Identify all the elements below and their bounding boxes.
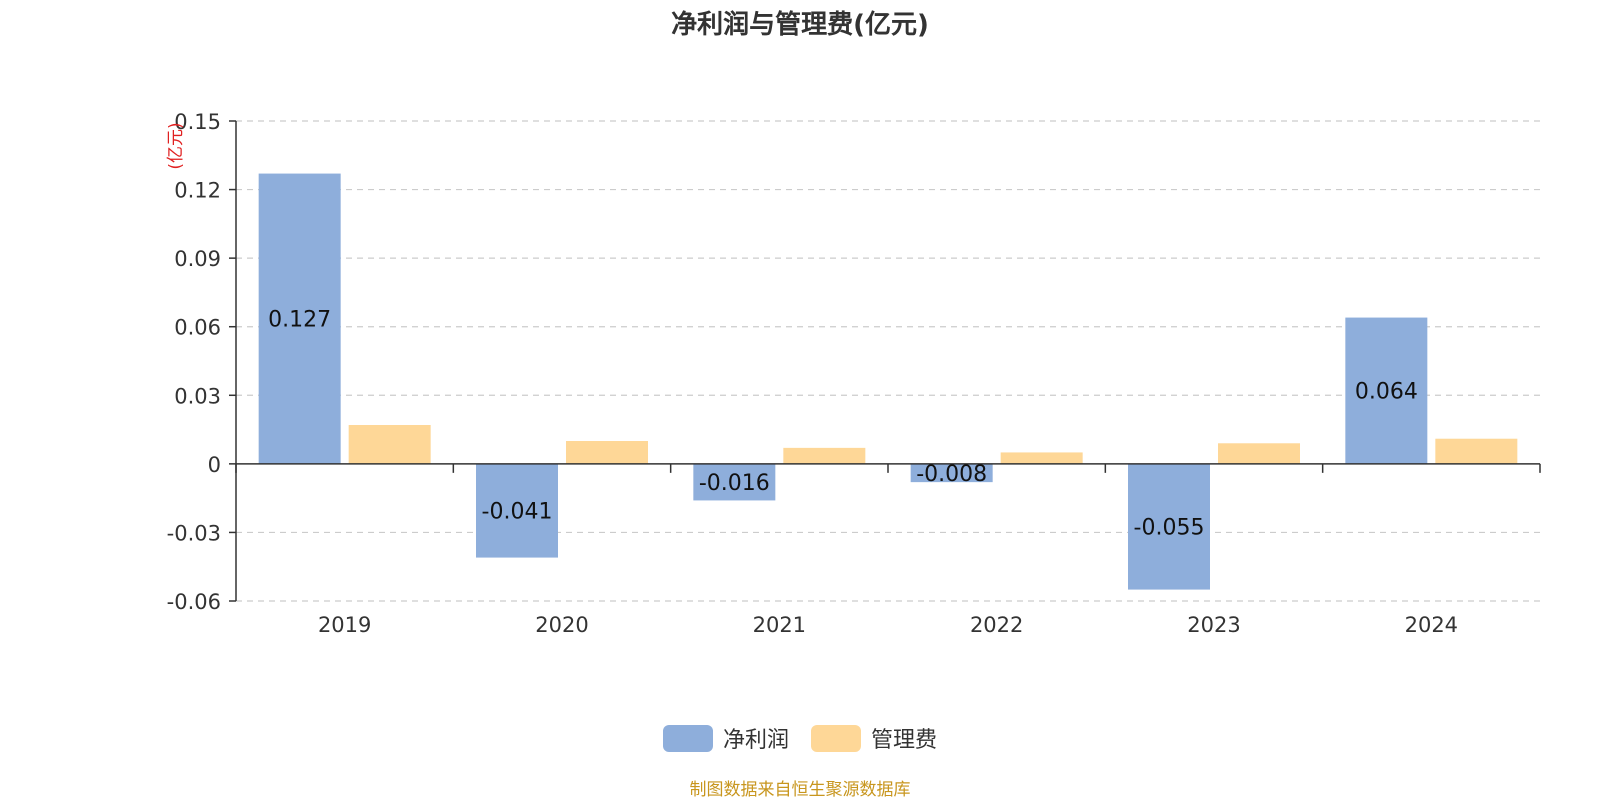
y-tick-label: 0.06 [174,316,221,340]
bar-net-profit[interactable] [693,463,776,501]
x-tick-label: 2022 [970,613,1023,637]
x-tick-label: 2020 [535,613,588,637]
bar-net-profit[interactable] [1128,463,1210,590]
y-tick-label: 0.12 [174,179,221,203]
legend-item-net-profit[interactable]: 净利润 [662,722,789,754]
y-tick-label: 0.03 [174,384,221,408]
bar-admin-fee[interactable] [1218,443,1300,464]
chart-title: 净利润与管理费(亿元) [671,10,929,40]
legend-label-net-profit: 净利润 [722,728,789,753]
bar-net-profit[interactable] [476,463,558,558]
y-tick-label: 0.09 [174,247,221,271]
y-tick-label: 0.15 [174,110,221,134]
data-label-net-profit: 0.064 [1355,380,1418,405]
bar-net-profit[interactable] [1345,317,1428,464]
legend-swatch-admin-fee [811,724,861,752]
bar-admin-fee[interactable] [566,441,648,464]
data-label-net-profit: -0.008 [916,462,987,487]
grid-lines [236,120,1540,602]
axes: 0.15 0.12 0.09 0.06 0.03 0 -0.03 -0.06 (亿元) 2019 2… [166,110,1541,637]
bars [258,173,1518,590]
x-tick-label: 2019 [318,613,371,637]
bar-net-profit[interactable] [258,173,341,464]
data-label-net-profit: 0.127 [268,308,331,333]
y-tick-label: -0.03 [167,521,221,545]
data-label-net-profit: -0.016 [699,471,770,496]
legend: 净利润 管理费 [0,722,1600,754]
y-tick-label: -0.06 [167,590,221,614]
bar-admin-fee[interactable] [1000,452,1083,464]
data-label-net-profit: -0.055 [1134,516,1205,541]
bar-admin-fee[interactable] [783,447,866,464]
legend-swatch-net-profit [662,724,713,752]
legend-label-admin-fee: 管理费 [871,728,938,753]
x-tick-label: 2024 [1405,613,1458,637]
y-axis-unit-label: (亿元) [166,122,186,169]
bar-admin-fee[interactable] [348,425,431,464]
legend-item-admin-fee[interactable]: 管理费 [811,722,937,754]
source-note: 制图数据来自恒生聚源数据库 [689,780,911,800]
y-tick-label: 0 [208,453,221,477]
data-label-net-profit: -0.041 [482,500,553,525]
bar-admin-fee[interactable] [1435,438,1518,464]
data-labels: 0.127 -0.041 -0.016 -0.008 -0.055 0.064 [268,308,1418,541]
x-tick-label: 2023 [1187,613,1240,637]
x-tick-label: 2021 [753,613,806,637]
bar-net-profit[interactable] [910,463,993,483]
